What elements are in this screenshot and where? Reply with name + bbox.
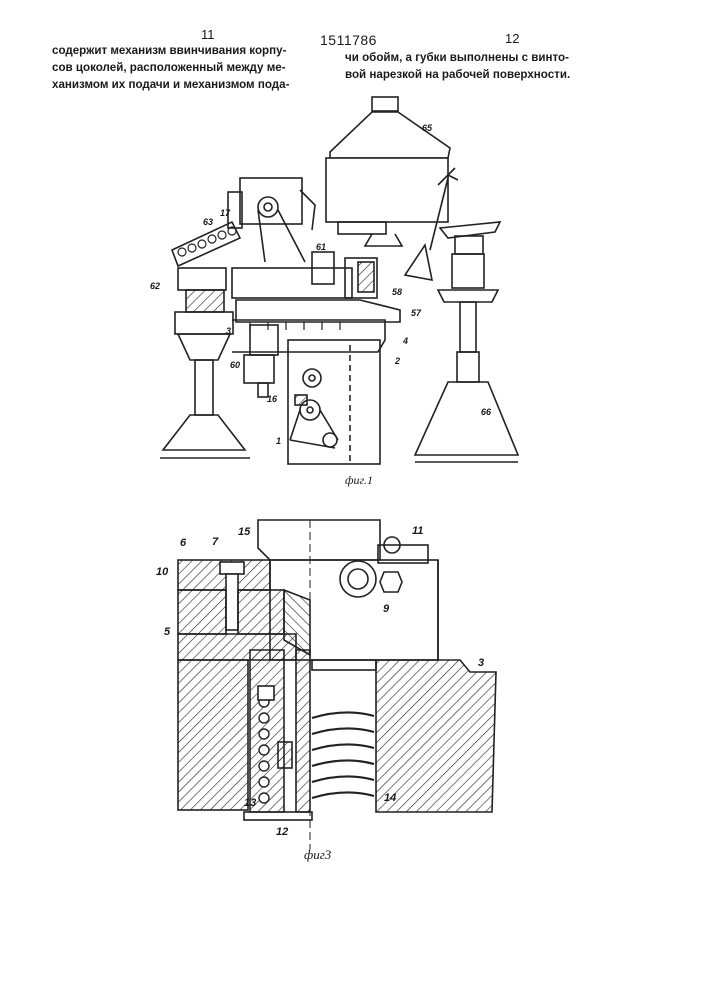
fig3-label-11: 11 xyxy=(412,525,423,537)
fig1-label-66: 66 xyxy=(481,407,491,417)
fig3-label-15: 15 xyxy=(238,526,250,538)
fig3-label-13: 13 xyxy=(244,797,256,809)
fig3-label-14: 14 xyxy=(384,792,396,804)
fig1-label-17: 17 xyxy=(220,208,230,218)
fig1-label-63: 63 xyxy=(203,217,213,227)
fig1-label-58: 58 xyxy=(392,287,402,297)
fig1-label-16: 16 xyxy=(267,394,277,404)
fig3-label-5: 5 xyxy=(164,626,170,638)
fig1-label-65: 65 xyxy=(422,123,432,133)
fig3-label-6: 6 xyxy=(180,537,186,549)
fig1-label-1: 1 xyxy=(276,436,281,446)
figure-3-caption: фиг3 xyxy=(304,847,331,863)
fig1-label-4: 4 xyxy=(403,336,408,346)
fig1-label-60: 60 xyxy=(230,360,240,370)
fig3-label-12: 12 xyxy=(276,826,288,838)
fig1-label-2: 2 xyxy=(395,356,400,366)
figure-1-caption: фиг.1 xyxy=(345,473,373,488)
fig1-label-62: 62 xyxy=(150,281,160,291)
fig3-label-7: 7 xyxy=(212,536,218,548)
fig1-label-61: 61 xyxy=(316,242,326,252)
fig3-label-3: 3 xyxy=(478,657,484,669)
fig1-label-57: 57 xyxy=(411,308,421,318)
fig3-label-10: 10 xyxy=(156,566,168,578)
fig1-label-3: 3 xyxy=(226,326,231,336)
fig3-label-9: 9 xyxy=(383,603,389,615)
